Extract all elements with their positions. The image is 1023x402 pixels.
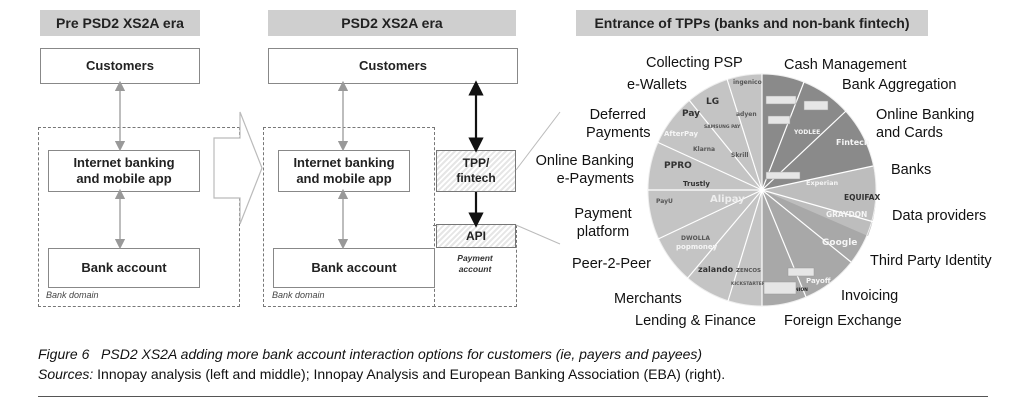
pie-data-wedge xyxy=(762,166,877,236)
tpp-entrance-header: Entrance of TPPs (banks and non-bank fin… xyxy=(576,10,928,36)
pie-outline xyxy=(647,73,877,307)
left-customers-box: Customers xyxy=(40,48,200,84)
middle-internet-banking-line1: Internet banking xyxy=(293,155,395,170)
payment-account-line1: Payment xyxy=(457,253,493,263)
sources-text: Innopay analysis (left and middle); Inno… xyxy=(97,366,726,382)
logo-samsung-pay: SAMSUNG PAY xyxy=(704,124,741,130)
label-online-banking-cards-line1: Online Banking xyxy=(876,107,975,123)
middle-bank-account-box: Bank account xyxy=(273,248,435,288)
logo-western-union: WESTERN UNION xyxy=(765,287,808,293)
left-internet-banking-line2: and mobile app xyxy=(76,171,172,186)
logo-ingenico: ingenico xyxy=(733,79,762,86)
logo-equifax: EQUIFAX xyxy=(844,193,880,202)
middle-internet-banking-line2: and mobile app xyxy=(296,171,392,186)
tpp-fintech-box: TPP/ fintech xyxy=(436,150,516,192)
payment-account-line2: account xyxy=(458,264,492,274)
pie-left-half xyxy=(648,74,762,306)
label-cash-management: Cash Management xyxy=(784,57,907,73)
label-payment-platform: Payment platform xyxy=(572,205,634,241)
label-deferred-payments-line1: Deferred xyxy=(589,107,646,123)
middle-bank-domain-label: Bank domain xyxy=(272,290,325,300)
logo-popmoney: popmoney xyxy=(676,243,718,251)
left-internet-banking-line1: Internet banking xyxy=(73,155,175,170)
tpp-line1: TPP/ xyxy=(462,156,490,170)
psd2-header: PSD2 XS2A era xyxy=(268,10,516,36)
pie-segment-dividers xyxy=(648,74,875,306)
tpp-line2: fintech xyxy=(456,171,496,185)
figure-title: PSD2 XS2A adding more bank account inter… xyxy=(101,346,703,362)
logo-alipay: Alipay xyxy=(710,194,745,205)
middle-bank-domain-area xyxy=(263,127,435,307)
logo-ppro: PPRO xyxy=(664,161,692,171)
label-e-wallets: e-Wallets xyxy=(627,77,687,93)
figure-caption: Figure 6 PSD2 XS2A adding more bank acco… xyxy=(38,346,702,362)
callout-line-bottom xyxy=(515,224,561,245)
logo-zalando: zalando xyxy=(698,265,734,274)
label-online-banking-epayments: Online Banking e-Payments xyxy=(530,152,634,188)
logo-experian: Experian xyxy=(806,179,839,187)
logo-adyen: adyen xyxy=(736,111,757,118)
left-internet-banking-box: Internet banking and mobile app xyxy=(48,150,200,192)
label-online-banking-epayments-line2: e-Payments xyxy=(556,171,634,187)
payment-account-label: Payment account xyxy=(438,253,512,275)
logo-lg: LG xyxy=(706,97,719,107)
middle-internet-banking-box: Internet banking and mobile app xyxy=(278,150,410,192)
left-bank-domain-label: Bank domain xyxy=(46,290,99,300)
label-third-party-identity: Third Party Identity xyxy=(870,253,992,269)
logo-kickstarter: KICKSTARTER xyxy=(731,281,766,287)
label-banks: Banks xyxy=(891,162,932,178)
logo-yodlee: YODLEE xyxy=(793,129,820,136)
label-deferred-payments-line2: Payments xyxy=(586,125,651,141)
middle-customers-box: Customers xyxy=(268,48,518,84)
figure-label: Figure 6 xyxy=(38,346,90,362)
label-foreign-exchange: Foreign Exchange xyxy=(784,313,902,329)
label-payment-platform-line1: Payment xyxy=(574,206,632,222)
logo-trustly: Trustly xyxy=(683,180,710,188)
logo-payoff: Payoff xyxy=(806,277,831,285)
logo-payu: PayU xyxy=(656,198,673,205)
sources-caption: Sources: Innopay analysis (left and midd… xyxy=(38,366,725,382)
label-online-banking-cards-line2: and Cards xyxy=(876,125,943,141)
left-bank-account-box: Bank account xyxy=(48,248,200,288)
logo-fintech: Fintech xyxy=(836,138,870,147)
logo-skrill: Skrill xyxy=(731,152,748,159)
label-payment-platform-line2: platform xyxy=(576,224,630,240)
logo-pay: Pay xyxy=(682,109,700,119)
label-online-banking-cards: Online Banking and Cards xyxy=(876,106,974,142)
label-data-providers: Data providers xyxy=(892,208,987,224)
label-invoicing: Invoicing xyxy=(841,288,899,304)
sources-label: Sources: xyxy=(38,366,94,382)
label-bank-aggregation: Bank Aggregation xyxy=(842,77,957,93)
api-box: API xyxy=(436,224,516,248)
logo-google: Google xyxy=(822,238,857,248)
label-online-banking-epayments-line1: Online Banking xyxy=(535,153,634,169)
logo-dwolla: DWOLLA xyxy=(681,235,710,242)
label-peer-to-peer: Peer-2-Peer xyxy=(572,256,651,272)
label-lending-finance: Lending & Finance xyxy=(635,313,756,329)
logo-graydon: GRAYDON xyxy=(826,210,867,219)
label-merchants: Merchants xyxy=(614,291,682,307)
bottom-rule xyxy=(38,396,988,397)
label-deferred-payments: Deferred Payments xyxy=(586,106,651,142)
pre-psd2-header: Pre PSD2 XS2A era xyxy=(40,10,200,36)
logo-klarna: Klarna xyxy=(693,146,715,153)
logo-afterpay: AfterPay xyxy=(664,130,698,138)
label-collecting-psp: Collecting PSP xyxy=(646,55,743,71)
logo-zencos: ZENCOS xyxy=(736,268,761,274)
